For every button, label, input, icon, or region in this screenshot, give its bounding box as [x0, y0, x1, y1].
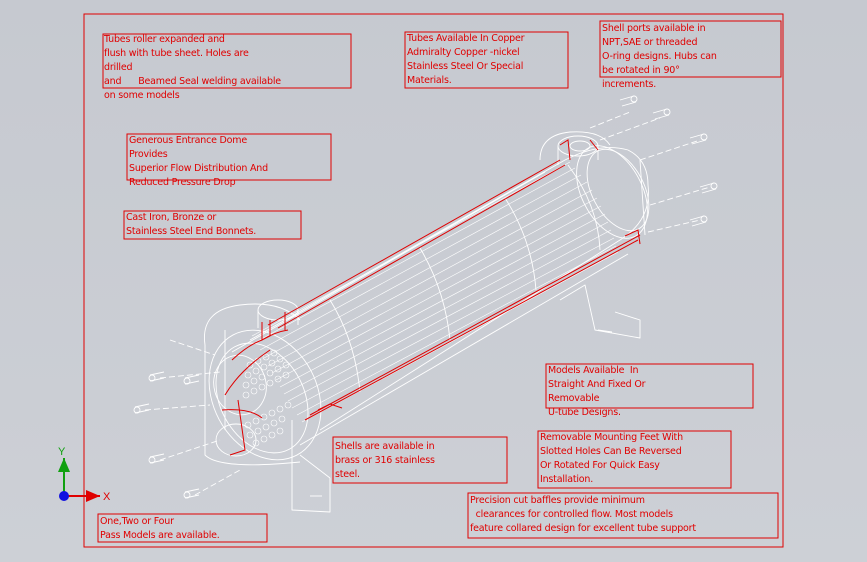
note-line: One,Two or Four: [100, 516, 174, 527]
box-shell-ports: [599, 20, 782, 78]
note-line: Cast Iron, Bronze or: [126, 212, 217, 223]
note-line: Or Rotated For Quick Easy: [540, 460, 660, 471]
note-line: increments.: [602, 79, 657, 90]
note-line: Stainless Steel Or Special: [407, 61, 524, 72]
note-line: NPT,SAE or threaded: [602, 37, 698, 48]
note-line: Shells are available in: [335, 441, 435, 452]
cutaway-highlights: [221, 139, 641, 456]
note-line: Installation.: [540, 474, 594, 485]
annotation-boxes: [97, 20, 782, 543]
note-line: feature collared design for excellent tu…: [470, 523, 696, 534]
note-line: Shell ports available in: [602, 23, 706, 34]
box-baffles: [467, 492, 779, 539]
note-line: Materials.: [407, 75, 452, 86]
note-line: Tubes roller expanded and: [104, 34, 225, 45]
note-line: Pass Models are available.: [100, 530, 220, 541]
right-bonnet: [539, 131, 650, 239]
note-line: Slotted Holes Can Be Reversed: [540, 446, 682, 457]
note-line: Admiralty Copper -nickel: [407, 47, 520, 58]
note-line: brass or 316 stainless: [335, 455, 435, 466]
axis-triad: Y X: [58, 446, 111, 503]
note-line: be rotated in 90°: [602, 65, 680, 76]
shell-ports: [257, 135, 599, 328]
x-axis-arrow: [86, 490, 100, 502]
note-line: U-tube Designs.: [548, 407, 621, 418]
left-bonnet: [203, 303, 322, 466]
z-axis-origin: [59, 491, 69, 501]
note-line: Tubes Available In Copper: [407, 33, 525, 44]
note-tubes-roller: Tubes roller expanded and flush with tube…: [104, 33, 281, 103]
note-shell-ports: Shell ports available in NPT,SAE or threa…: [602, 22, 717, 92]
x-axis-label: X: [103, 491, 111, 503]
note-shells: Shells are available in brass or 316 stai…: [335, 440, 435, 482]
box-tubes-material: [404, 31, 569, 89]
bonnet-bolts-right: [589, 95, 718, 233]
note-line: Removable: [548, 393, 600, 404]
tube-sheet-holes: [242, 349, 292, 447]
note-line: Precision cut baffles provide minimum: [470, 495, 645, 506]
note-line: Superior Flow Distribution And: [129, 163, 268, 174]
note-line: Generous Entrance Dome: [129, 135, 247, 146]
note-line: flush with tube sheet. Holes are: [104, 48, 249, 59]
box-mounting-feet: [537, 430, 732, 489]
box-pass-models: [97, 513, 268, 543]
note-line: Removable Mounting Feet With: [540, 432, 683, 443]
mounting-feet: [291, 284, 641, 513]
drawing-border: [83, 13, 784, 548]
note-line: Stainless Steel End Bonnets.: [126, 226, 257, 237]
y-axis-label: Y: [58, 446, 66, 458]
box-shells: [332, 436, 508, 484]
note-line: Straight And Fixed Or: [548, 379, 646, 390]
note-line: Models Available In: [548, 365, 639, 376]
box-models: [545, 363, 754, 409]
box-tubes-roller: [102, 33, 352, 89]
note-line: steel.: [335, 469, 360, 480]
note-line: Reduced Pressure Drop: [129, 177, 236, 188]
note-line: O-ring designs. Hubs can: [602, 51, 717, 62]
bonnet-bolts-left: [133, 339, 241, 499]
note-line: Provides: [129, 149, 168, 160]
note-line: drilled: [104, 62, 133, 73]
note-end-bonnets: Cast Iron, Bronze or Stainless Steel End …: [126, 211, 256, 239]
box-end-bonnets: [123, 210, 302, 240]
note-models: Models Available In Straight And Fixed Or…: [548, 364, 646, 420]
box-entrance-dome: [126, 133, 332, 181]
note-baffles: Precision cut baffles provide minimum cl…: [470, 494, 696, 536]
note-line: clearances for controlled flow. Most mod…: [470, 509, 673, 520]
note-line: and Beamed Seal welding available: [104, 76, 281, 87]
y-axis-arrow: [58, 458, 70, 472]
baffles: [329, 164, 601, 393]
note-line: on some models: [104, 90, 180, 101]
